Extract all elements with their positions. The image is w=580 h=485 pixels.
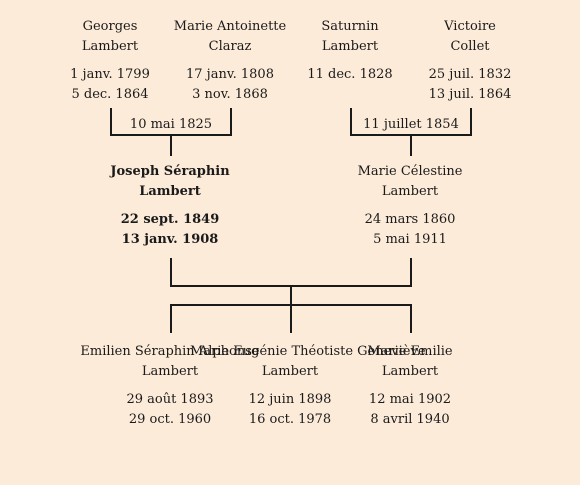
person-marie-eugenie-lambert: Marie Eugénie Théotiste Geneviève Lamber…: [190, 342, 426, 430]
marriage-date-right: 11 juillet 1854: [363, 117, 459, 132]
first-name: Emilien Séraphin Alphonse: [80, 344, 260, 359]
last-name: Lambert: [321, 39, 379, 54]
first-name: Marie Eugénie Théotiste Geneviève: [190, 344, 426, 359]
connector-line: [290, 285, 292, 305]
connector-line: [170, 304, 172, 333]
person-saturnin-lambert: Saturnin Lambert 11 dec. 1828: [300, 17, 400, 85]
last-name: Lambert: [81, 39, 139, 54]
marriage-date-left: 10 mai 1825: [129, 117, 213, 132]
first-name: Saturnin: [321, 19, 379, 34]
birth-date: 12 mai 1902: [368, 392, 452, 407]
birth-date: 17 janv. 1808: [186, 67, 274, 82]
death-date: 16 oct. 1978: [248, 412, 332, 427]
last-name: Lambert: [381, 364, 439, 379]
person-marie-celestine-lambert: Marie Célestine Lambert 24 mars 1860 5 m…: [340, 162, 480, 250]
death-date: 5 mai 1911: [373, 232, 447, 247]
person-georges-lambert: Georges Lambert 1 janv. 1799 5 dec. 1864: [60, 17, 160, 105]
death-date: 8 avril 1940: [370, 412, 450, 427]
last-name: Lambert: [261, 364, 319, 379]
connector-line: [410, 258, 412, 287]
person-marie-emilie-lambert: Marie Emilie Lambert 12 mai 1902 8 avril…: [350, 342, 470, 430]
birth-date: 11 dec. 1828: [307, 67, 393, 82]
first-name: Joseph Séraphin: [110, 164, 230, 179]
connector-line: [410, 304, 412, 333]
first-name: Marie Antoinette: [173, 19, 287, 34]
last-name: Lambert: [141, 364, 199, 379]
person-marie-antoinette-claraz: Marie Antoinette Claraz 17 janv. 1808 3 …: [160, 17, 300, 105]
first-name: Georges: [82, 19, 138, 34]
last-name: Lambert: [139, 184, 201, 199]
birth-date: 1 janv. 1799: [70, 67, 150, 82]
person-joseph-seraphin-lambert: Joseph Séraphin Lambert 22 sept. 1849 13…: [100, 162, 240, 250]
connector-line: [350, 108, 352, 136]
last-name: Lambert: [381, 184, 439, 199]
death-date: 13 juil. 1864: [428, 87, 512, 102]
first-name: Victoire: [444, 19, 496, 34]
last-name: Claraz: [208, 39, 252, 54]
first-name: Marie Célestine: [357, 164, 463, 179]
connector-line: [290, 304, 292, 333]
first-name: Marie Emilie: [367, 344, 453, 359]
birth-date: 22 sept. 1849: [120, 212, 220, 227]
connector-line: [170, 134, 172, 156]
death-date: 3 nov. 1868: [192, 87, 268, 102]
last-name: Collet: [450, 39, 490, 54]
death-date: 5 dec. 1864: [71, 87, 149, 102]
birth-date: 29 août 1893: [126, 392, 214, 407]
birth-date: 12 juin 1898: [248, 392, 332, 407]
connector-line: [170, 258, 172, 287]
person-victoire-collet: Victoire Collet 25 juil. 1832 13 juil. 1…: [420, 17, 520, 105]
connector-line: [110, 108, 112, 136]
birth-date: 25 juil. 1832: [428, 67, 512, 82]
connector-line: [470, 108, 472, 136]
connector-line: [410, 134, 412, 156]
person-emilien-lambert: Emilien Séraphin Alphonse Lambert 29 aoû…: [80, 342, 260, 430]
death-date: 29 oct. 1960: [128, 412, 212, 427]
death-date: 13 janv. 1908: [121, 232, 219, 247]
connector-line: [230, 108, 232, 136]
birth-date: 24 mars 1860: [364, 212, 456, 227]
